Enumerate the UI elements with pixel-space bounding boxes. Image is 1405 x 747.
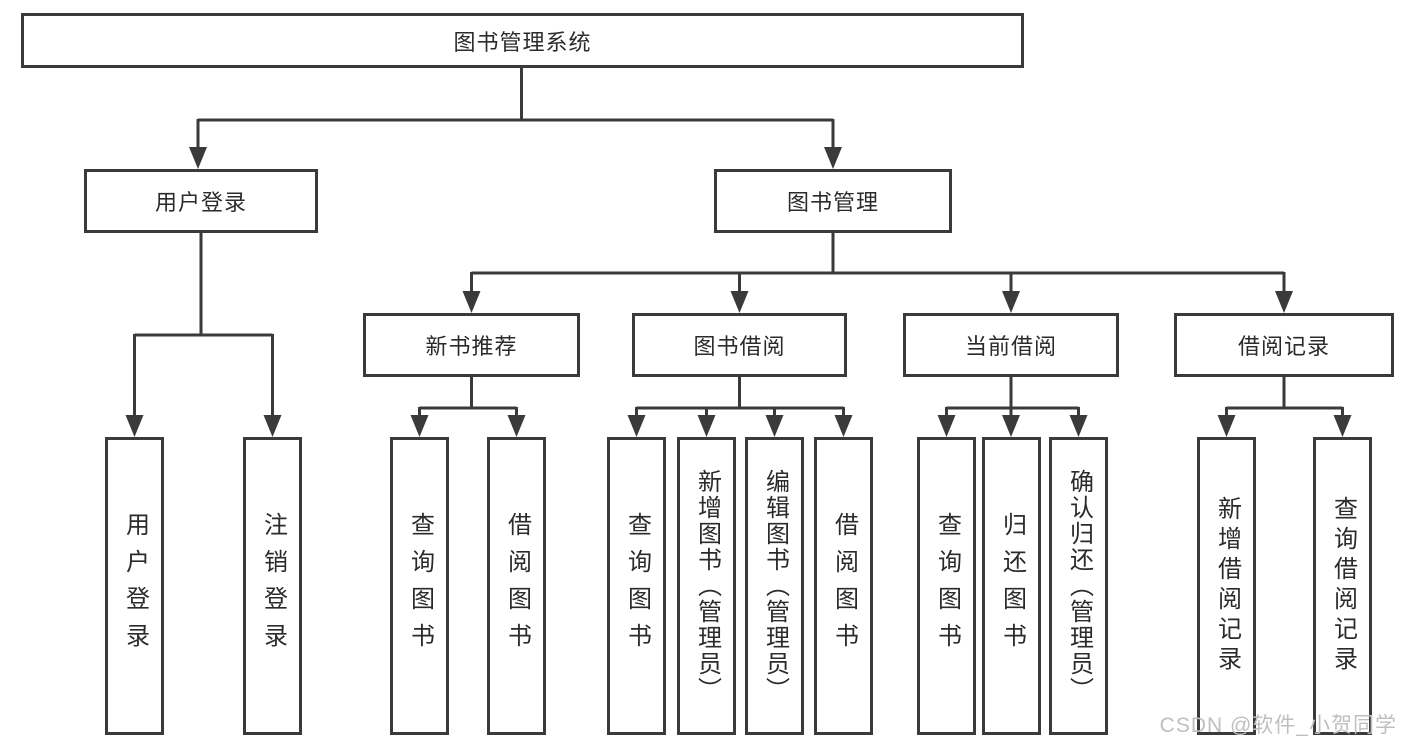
connector-current-borrowing-to-leaves <box>937 377 1088 437</box>
leaf-edit-book-admin: 编辑图书（管理员） <box>745 437 804 735</box>
arrowhead <box>507 415 526 437</box>
arrowhead <box>125 415 144 437</box>
leaf-label: 新增图书（管理员） <box>693 469 721 703</box>
arrowhead <box>189 147 207 169</box>
node-label: 借阅记录 <box>1237 334 1330 359</box>
arrowhead <box>462 291 481 313</box>
node-label: 图书管理 <box>786 190 879 215</box>
leaf-label: 查询图书 <box>623 512 651 660</box>
node-user-login-group: 用户登录 <box>84 169 318 233</box>
node-current-borrowing: 当前借阅 <box>903 313 1119 377</box>
leaf-label: 确认归还（管理员） <box>1065 469 1093 703</box>
connector-borrowing-records-to-leaves <box>1217 377 1352 437</box>
arrowhead <box>697 415 716 437</box>
node-new-book-recommend: 新书推荐 <box>363 313 580 377</box>
node-borrowing-records: 借阅记录 <box>1174 313 1394 377</box>
arrowhead <box>627 415 646 437</box>
arrowhead <box>765 415 784 437</box>
arrowhead <box>1217 415 1236 437</box>
node-label: 当前借阅 <box>964 334 1057 359</box>
arrowhead <box>834 415 853 437</box>
watermark: CSDN @软件_小贺同学 <box>1159 714 1397 737</box>
leaf-user-login: 用户登录 <box>105 437 164 735</box>
node-label: 图书管理系统 <box>453 29 592 55</box>
connector-book-management-to-level3 <box>462 233 1293 313</box>
leaf-borrow-books-borrowing: 借阅图书 <box>814 437 873 735</box>
node-label: 用户登录 <box>154 190 247 215</box>
arrowhead <box>1002 415 1020 437</box>
leaf-query-books-borrowing: 查询图书 <box>607 437 666 735</box>
connector-user-login-to-leaves <box>125 233 282 437</box>
leaf-label: 用户登录 <box>121 512 149 660</box>
arrowhead <box>730 291 749 313</box>
leaf-confirm-return-admin: 确认归还（管理员） <box>1049 437 1108 735</box>
arrowhead <box>937 415 956 437</box>
connector-book-borrowing-to-leaves <box>627 377 853 437</box>
arrowhead <box>1333 415 1352 437</box>
node-label: 新书推荐 <box>425 334 518 359</box>
leaf-label: 查询图书 <box>933 512 961 660</box>
leaf-logout-login: 注销登录 <box>243 437 302 735</box>
leaf-add-borrow-record: 新增借阅记录 <box>1197 437 1256 735</box>
leaf-query-books-recommend: 查询图书 <box>390 437 449 735</box>
node-book-borrowing: 图书借阅 <box>632 313 847 377</box>
arrowhead <box>1069 415 1088 437</box>
leaf-add-book-admin: 新增图书（管理员） <box>677 437 736 735</box>
arrowhead <box>263 415 282 437</box>
leaf-label: 借阅图书 <box>503 512 531 660</box>
leaf-label: 新增借阅记录 <box>1213 496 1241 676</box>
node-library-management-system: 图书管理系统 <box>21 13 1024 68</box>
leaf-label: 注销登录 <box>259 512 287 660</box>
leaf-borrow-books-recommend: 借阅图书 <box>487 437 546 735</box>
leaf-label: 查询图书 <box>406 512 434 660</box>
arrowhead <box>824 147 842 169</box>
leaf-label: 借阅图书 <box>830 512 858 660</box>
leaf-label: 编辑图书（管理员） <box>761 469 789 703</box>
connector-root-to-level2 <box>189 68 842 169</box>
leaf-query-borrow-record: 查询借阅记录 <box>1313 437 1372 735</box>
leaf-query-books-current: 查询图书 <box>917 437 976 735</box>
leaf-label: 归还图书 <box>998 512 1026 660</box>
connector-new-book-to-leaves <box>410 377 526 437</box>
node-label: 图书借阅 <box>693 334 786 359</box>
arrowhead <box>1002 291 1020 313</box>
arrowhead <box>410 415 429 437</box>
node-book-management: 图书管理 <box>714 169 952 233</box>
leaf-label: 查询借阅记录 <box>1329 496 1357 676</box>
leaf-return-books: 归还图书 <box>982 437 1041 735</box>
arrowhead <box>1275 291 1293 313</box>
